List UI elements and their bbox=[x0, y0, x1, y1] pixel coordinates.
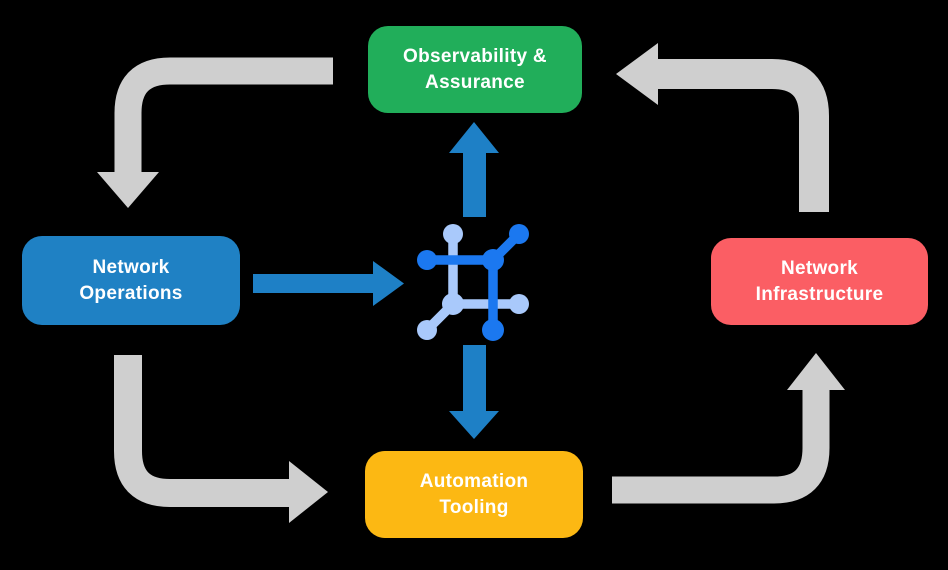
arrow-automation-to-infrastructure bbox=[612, 353, 845, 504]
arrow-icon-to-observability bbox=[449, 122, 499, 217]
arrow-observability-to-operations bbox=[97, 57, 333, 208]
node-network-operations: Network Operations bbox=[22, 236, 240, 325]
arrow-icon-to-automation bbox=[449, 345, 499, 439]
node-automation-label: Automation Tooling bbox=[419, 471, 529, 518]
arrow-infrastructure-to-observability bbox=[616, 43, 829, 212]
arrow-operations-to-icon bbox=[253, 261, 404, 306]
node-observability-label: Observability & Assurance bbox=[403, 46, 547, 93]
node-observability-assurance: Observability & Assurance bbox=[368, 26, 582, 113]
network-mesh-icon bbox=[417, 224, 529, 341]
node-network-infrastructure: Network Infrastructure bbox=[711, 238, 928, 325]
arrow-operations-to-automation bbox=[114, 355, 328, 523]
node-operations-label: Network Operations bbox=[79, 257, 183, 304]
node-automation-tooling: Automation Tooling bbox=[365, 451, 583, 538]
node-infrastructure-label: Network Infrastructure bbox=[755, 258, 884, 305]
